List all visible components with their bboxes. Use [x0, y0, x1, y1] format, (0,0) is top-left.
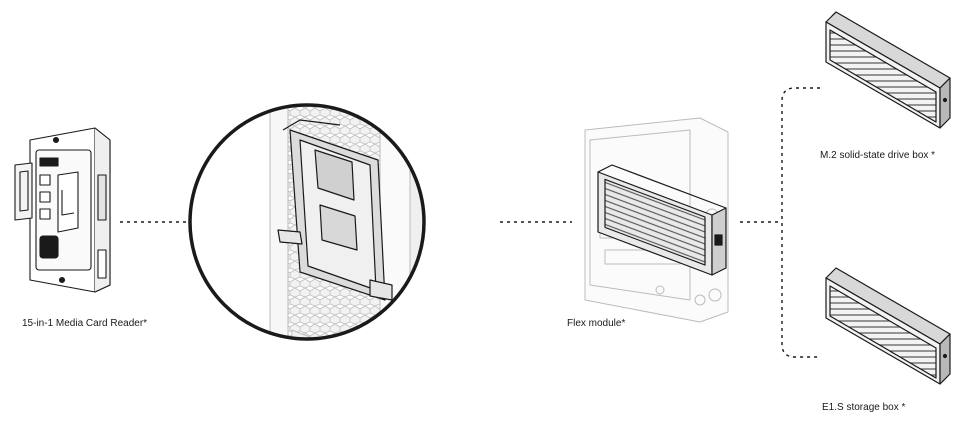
m2-box-label: M.2 solid-state drive box *: [820, 150, 936, 161]
media-card-reader-illustration: [14, 127, 111, 293]
zoom-circle-border: [188, 103, 426, 341]
flex-module-label: Flex module*: [567, 318, 626, 329]
zoom-detail-illustration: [188, 103, 426, 341]
e1s-box-label: E1.S storage box *: [822, 402, 906, 413]
m2-drive-box-illustration: [825, 11, 951, 129]
card-reader-label: 15-in-1 Media Card Reader*: [22, 318, 148, 329]
connector-bracket: [740, 87, 820, 358]
flex-module-illustration: [584, 117, 729, 323]
e1s-storage-box-illustration: [825, 267, 951, 385]
